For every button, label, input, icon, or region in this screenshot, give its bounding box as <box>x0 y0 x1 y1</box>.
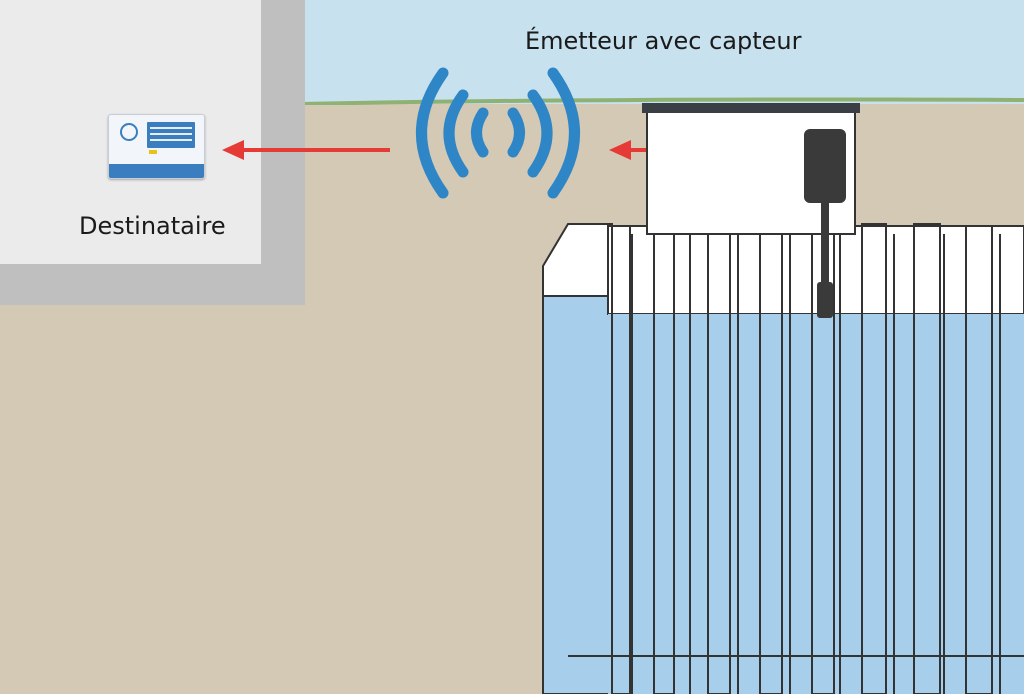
sky <box>300 0 1024 104</box>
device-led <box>149 150 157 154</box>
emitter-label: Émetteur avec capteur <box>525 27 802 55</box>
wireless-signal-icon <box>416 67 580 199</box>
receiver-label: Destinataire <box>79 212 226 240</box>
emitter-lid <box>642 103 860 113</box>
receiver-device <box>108 114 205 179</box>
emitter-box <box>642 103 860 318</box>
tank <box>542 223 1024 694</box>
tank-top <box>607 225 1024 315</box>
arrow-left-icon <box>222 140 390 160</box>
sensor-cable <box>821 203 829 283</box>
device-logo-icon <box>120 123 138 141</box>
sensor-probe <box>817 282 833 318</box>
sensor-icon <box>804 129 846 203</box>
tank-body-left <box>542 295 614 694</box>
water <box>608 314 1024 694</box>
tank-rib-lines <box>631 234 1001 694</box>
device-display <box>147 122 195 148</box>
device-strip <box>109 164 204 178</box>
ground-line <box>299 97 1024 106</box>
